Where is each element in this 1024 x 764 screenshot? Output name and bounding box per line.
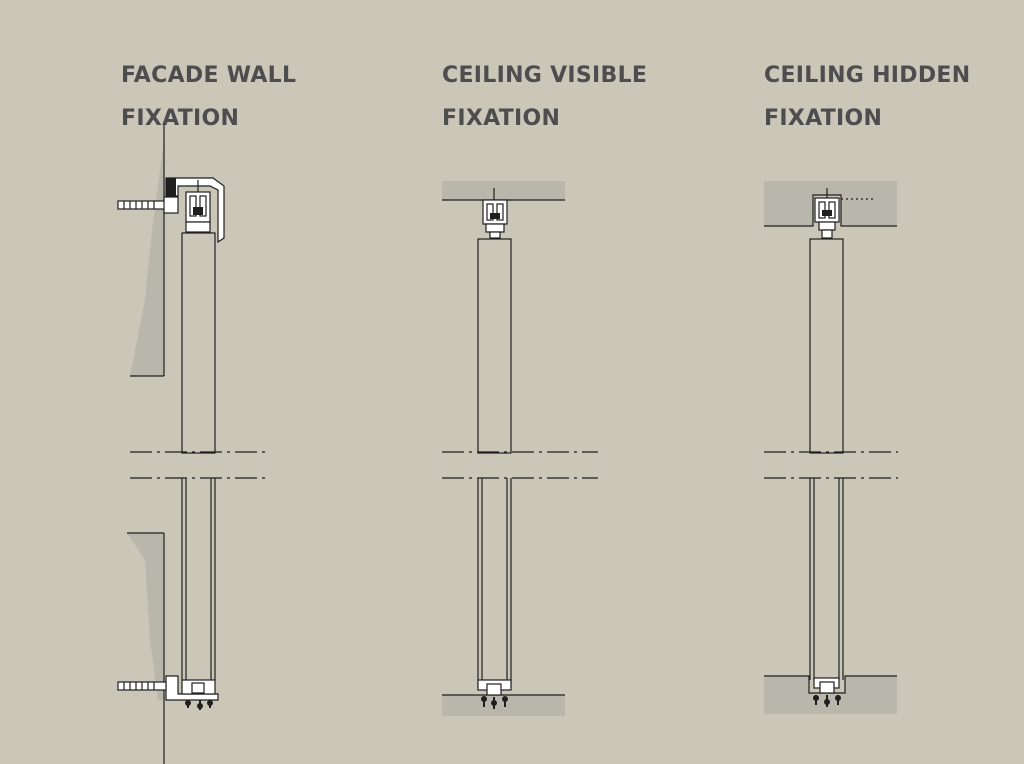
title-line-2: FIXATION <box>764 106 883 131</box>
top-roller-icon <box>814 188 840 239</box>
break-lines <box>764 451 898 479</box>
ceiling-hidden-fixation-title: CEILING HIDDEN FIXATION <box>764 54 970 140</box>
bottom-guide-screws-icon <box>813 695 841 707</box>
ceiling-slab <box>442 181 565 200</box>
break-lines <box>442 451 598 479</box>
ceiling-visible-detail <box>442 181 598 716</box>
wall-lower-section <box>127 533 164 700</box>
glass-panel-upper <box>809 238 844 454</box>
ceiling-visible-fixation-title: CEILING VISIBLE FIXATION <box>442 54 647 140</box>
title-line-2: FIXATION <box>121 106 240 131</box>
bottom-guide-screws-icon <box>481 696 508 709</box>
top-roller-icon <box>185 180 211 233</box>
title-line-1: FACADE WALL <box>121 63 297 88</box>
ceiling-hidden-detail <box>764 181 898 714</box>
bottom-guide-screws-icon <box>185 700 213 710</box>
glass-panel-upper <box>477 238 512 454</box>
glass-panel-upper <box>181 232 216 454</box>
facade-wall-fixation-title: FACADE WALL FIXATION <box>121 54 296 140</box>
break-lines <box>130 451 268 479</box>
title-line-2: FIXATION <box>442 106 561 131</box>
facade-wall-detail <box>117 125 268 764</box>
top-roller-icon <box>482 188 508 239</box>
bottom-anchor-bolt-icon <box>117 681 167 691</box>
floor-slab <box>764 676 897 714</box>
top-anchor-bolt-icon <box>117 196 179 214</box>
title-line-1: CEILING VISIBLE <box>442 63 648 88</box>
title-line-1: CEILING HIDDEN <box>764 63 971 88</box>
floor-slab <box>442 695 565 716</box>
wall-upper-section <box>130 140 164 376</box>
